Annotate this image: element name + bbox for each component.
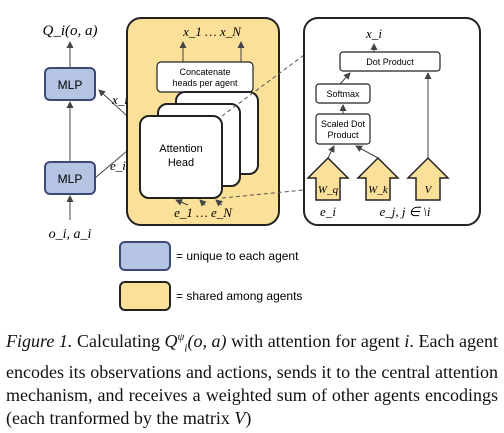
e-i-left-label: e_i — [110, 158, 126, 173]
mlp-top-label: MLP — [58, 78, 83, 92]
attention-head-front — [139, 115, 223, 199]
scaled-dot-product-box — [315, 113, 371, 145]
caption-matrix-var: V — [234, 407, 246, 428]
wq-label: W_q — [318, 184, 339, 196]
caption-calculating: Calculating — [76, 331, 160, 351]
dot-product-label: Dot Product — [366, 57, 414, 67]
caption-q-symbol: Qψi(o, a) — [164, 331, 227, 355]
mlp-top-box — [44, 67, 96, 101]
head-x-i-label: x_i — [365, 26, 382, 41]
input-label: o_i, a_i — [49, 227, 92, 242]
x-outputs-label: x_1 … x_N — [182, 24, 242, 39]
legend-unique-label: = unique to each agent — [176, 249, 299, 263]
legend-shared-swatch — [119, 281, 171, 311]
softmax-label: Softmax — [326, 89, 360, 99]
legend-unique-swatch — [119, 241, 171, 271]
caption-body: Each agent encodes its observations and … — [6, 331, 498, 428]
softmax-box — [315, 83, 371, 104]
architecture-diagram: Q_i(o, a) MLP x_i e_i MLP o_i, a_i x_1 …… — [43, 17, 481, 311]
x-i-left-label: x_i — [111, 92, 128, 107]
scaled-dot-label-1: Scaled Dot — [321, 119, 366, 129]
v-arrow — [406, 156, 450, 201]
dot-product-box — [339, 51, 441, 72]
concatenate-label-2: heads per agent — [172, 78, 238, 88]
q-output-label: Q_i(o, a) — [43, 23, 98, 39]
wq-arrow — [306, 156, 350, 201]
attention-head-label-2: Head — [168, 157, 194, 169]
caption-agent-var: i — [404, 331, 410, 351]
attention-head-label-1: Attention — [159, 143, 202, 155]
figure-number: Figure 1. — [6, 331, 73, 351]
v-label: V — [425, 184, 433, 196]
wk-arrow — [356, 156, 400, 201]
e-j-label: e_j, j ∈ \i — [379, 204, 430, 219]
scaled-dot-label-2: Product — [327, 130, 359, 140]
concatenate-label-1: Concatenate — [179, 67, 230, 77]
wk-label: W_k — [368, 184, 389, 196]
e-i-head-label: e_i — [320, 204, 336, 219]
figure-caption: Figure 1. Calculating Qψi(o, a) with att… — [6, 331, 498, 428]
caption-with-attention: with attention for agent — [231, 331, 400, 351]
legend-shared-label: = shared among agents — [176, 289, 302, 303]
mlp-bottom-label: MLP — [58, 172, 83, 186]
e-inputs-label: e_1 … e_N — [174, 205, 233, 220]
